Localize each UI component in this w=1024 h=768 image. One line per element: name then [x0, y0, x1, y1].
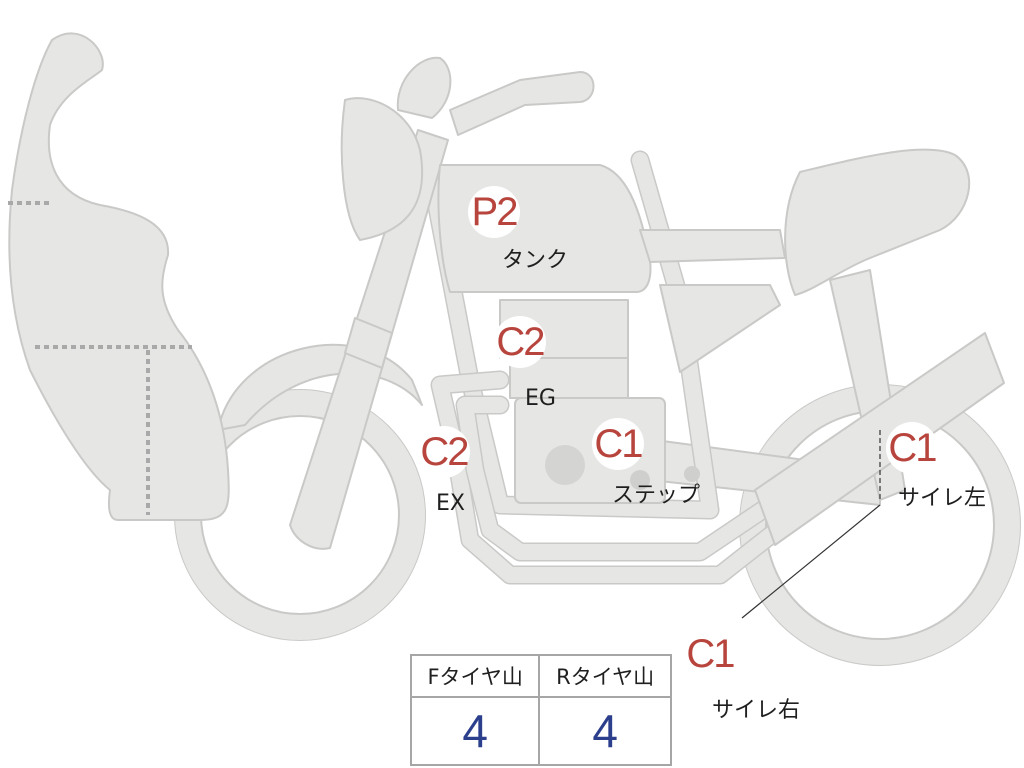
- front-tire-value: 4: [409, 696, 541, 766]
- seat-base: [639, 229, 786, 263]
- front-tire-header: Fタイヤ山: [409, 654, 541, 698]
- rear-tire-header: Rタイヤ山: [538, 654, 672, 698]
- engine-label: EG: [525, 386, 556, 411]
- tank-grade-badge: P2: [468, 186, 520, 238]
- fairing: [8, 32, 230, 521]
- silencer-right-label: サイレ右: [712, 698, 801, 723]
- exhaust-label: EX: [436, 491, 465, 516]
- exhaust-grade-badge: C2: [418, 426, 470, 478]
- engine-grade-badge: C2: [494, 316, 546, 368]
- silencer-left-grade-badge: C1: [886, 422, 938, 474]
- frame: [420, 150, 720, 520]
- headlight: [340, 97, 424, 241]
- step-grade-badge: C1: [592, 418, 644, 470]
- leader-line-silencer-right: [741, 504, 881, 619]
- handlebar: [449, 71, 595, 136]
- seat: [784, 148, 971, 296]
- tire-tread-table: Fタイヤ山 Rタイヤ山 4 4: [409, 654, 672, 766]
- tank-label: タンク: [502, 248, 569, 273]
- rear-tire-value: 4: [538, 696, 672, 766]
- fork-clamp: [344, 317, 393, 369]
- exhaust-pipes: [430, 370, 800, 585]
- side-cover: [659, 284, 781, 373]
- silencer-left-label: サイレ左: [898, 486, 987, 511]
- mirror: [396, 56, 452, 119]
- step-label: ステップ: [612, 483, 701, 508]
- silencer-right-grade-badge: C1: [684, 628, 736, 680]
